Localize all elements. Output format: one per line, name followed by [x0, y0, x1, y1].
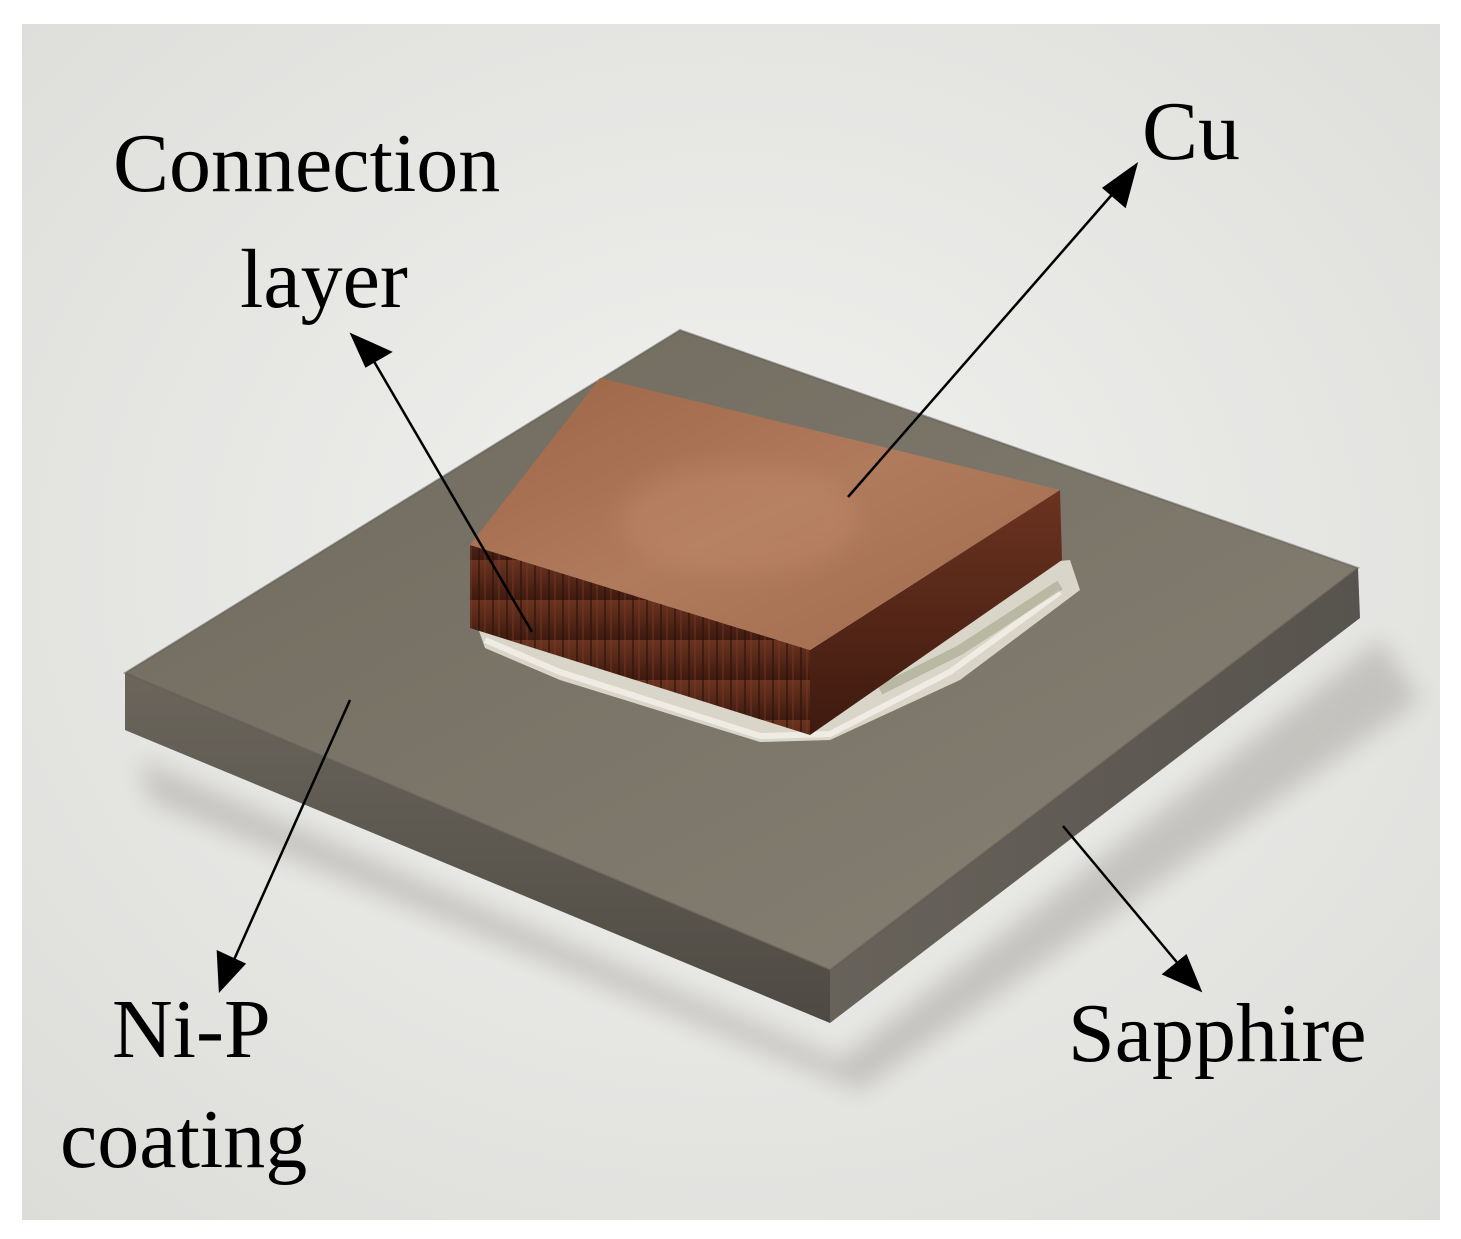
copper-front-face — [470, 545, 810, 735]
label-connection-line2: layer — [240, 233, 408, 326]
label-cu: Cu — [1142, 85, 1241, 178]
label-ni-p-line2: coating — [60, 1093, 308, 1186]
copper-right-face — [810, 490, 1062, 735]
arrow-ni-p-line — [231, 699, 352, 963]
label-ni-p-line1: Ni-P — [112, 983, 271, 1076]
arrow-sapphire-head — [1161, 953, 1203, 993]
label-connection-line1: Connection — [113, 117, 501, 210]
arrow-ni-p-head — [216, 949, 247, 994]
plate-front-edge — [125, 673, 830, 1023]
label-sapphire: Sapphire — [1068, 987, 1367, 1080]
arrow-connection-layer-line — [370, 357, 534, 633]
arrow-connection-layer-head — [349, 332, 393, 368]
plate-shadow — [140, 640, 1420, 1090]
plate-right-edge — [830, 568, 1360, 1023]
arrow-cu-head — [1101, 161, 1139, 209]
arrow-sapphire-line — [1062, 825, 1181, 967]
arrow-cu-line — [847, 189, 1117, 498]
